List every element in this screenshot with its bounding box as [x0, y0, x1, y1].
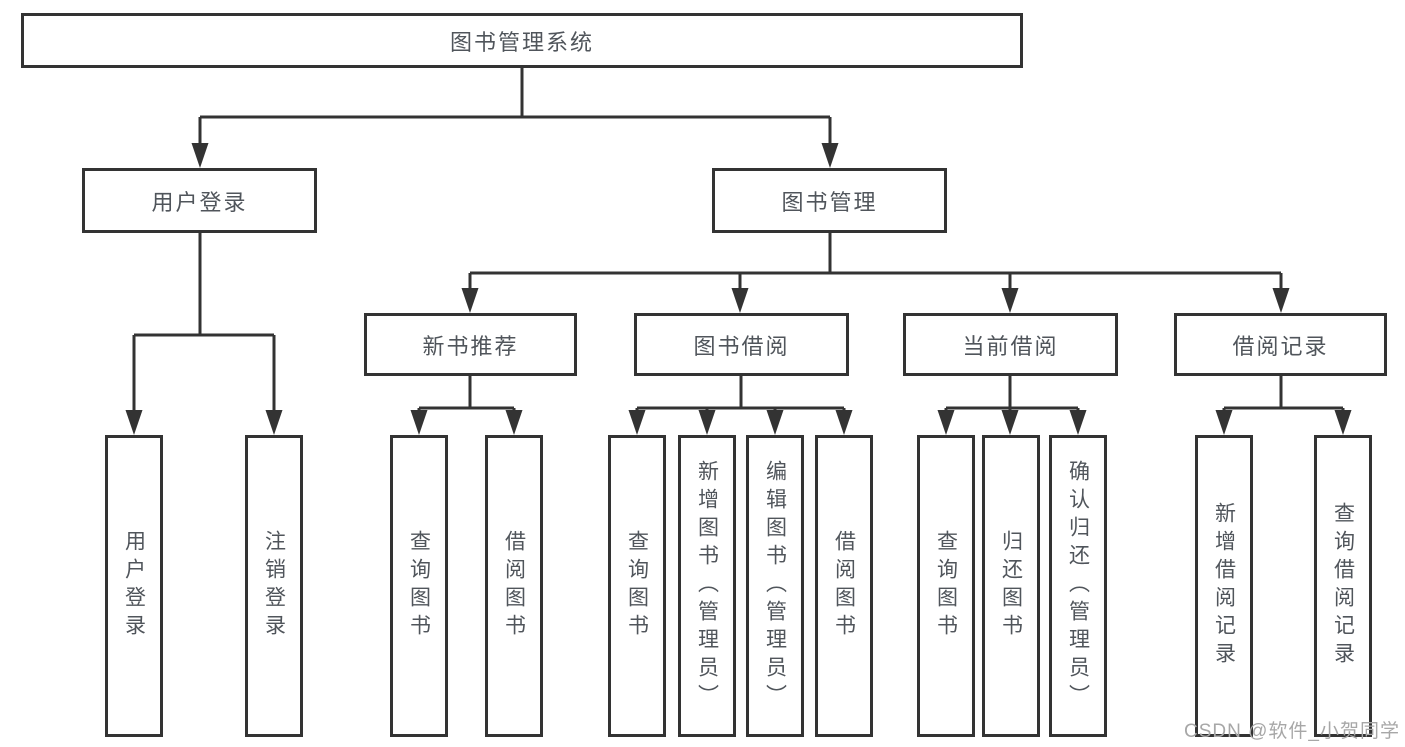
- node-book-management-label: 图书管理: [781, 189, 878, 215]
- node-leaf-add-books-admin: 新增图书（管理员）: [678, 435, 736, 737]
- node-leaf-query-books-3-label: 查询图书: [934, 530, 958, 642]
- node-leaf-borrow-books-2-label: 借阅图书: [832, 530, 856, 642]
- node-new-book-recommend-label: 新书推荐: [422, 333, 519, 359]
- node-book-management: 图书管理: [712, 168, 947, 233]
- node-user-login-label: 用户登录: [151, 189, 248, 215]
- node-leaf-user-login-label: 用户登录: [122, 530, 146, 642]
- node-leaf-borrow-books-1-label: 借阅图书: [502, 530, 526, 642]
- connector-current-borrow-branch: [944, 376, 1080, 415]
- connector-book-borrow-branch: [635, 376, 846, 415]
- node-leaf-add-borrow-record: 新增借阅记录: [1195, 435, 1253, 737]
- node-leaf-query-books-2: 查询图书: [608, 435, 666, 737]
- node-leaf-borrow-books-1: 借阅图书: [485, 435, 543, 737]
- node-leaf-confirm-return-admin: 确认归还（管理员）: [1049, 435, 1107, 737]
- node-book-borrowing: 图书借阅: [634, 313, 849, 376]
- node-leaf-logout: 注销登录: [245, 435, 303, 737]
- node-user-login: 用户登录: [82, 168, 317, 233]
- node-leaf-confirm-return-admin-label: 确认归还（管理员）: [1066, 460, 1090, 712]
- node-leaf-query-books-1-label: 查询图书: [407, 530, 431, 642]
- csdn-watermark: CSDN @软件_小贺同学: [1184, 721, 1400, 742]
- node-leaf-edit-books-admin-label: 编辑图书（管理员）: [763, 460, 787, 712]
- node-leaf-borrow-books-2: 借阅图书: [815, 435, 873, 737]
- node-borrowing-records: 借阅记录: [1174, 313, 1387, 376]
- node-leaf-edit-books-admin: 编辑图书（管理员）: [746, 435, 804, 737]
- node-leaf-return-books-label: 归还图书: [999, 530, 1023, 642]
- node-current-borrowing: 当前借阅: [903, 313, 1118, 376]
- node-leaf-user-login: 用户登录: [105, 435, 163, 737]
- connector-root-branch: [198, 68, 832, 148]
- node-leaf-query-borrow-record: 查询借阅记录: [1314, 435, 1372, 737]
- node-root-label: 图书管理系统: [449, 29, 594, 55]
- connector-user-login-branch: [132, 233, 276, 415]
- node-root-system: 图书管理系统: [21, 13, 1023, 68]
- arrowheads: [125, 143, 1352, 435]
- node-leaf-query-books-1: 查询图书: [390, 435, 448, 737]
- node-leaf-add-borrow-record-label: 新增借阅记录: [1212, 502, 1236, 670]
- connector-borrow-record-branch: [1222, 376, 1345, 415]
- node-borrowing-records-label: 借阅记录: [1232, 333, 1329, 359]
- connector-book-mgmt-branch: [468, 233, 1283, 293]
- node-leaf-return-books: 归还图书: [982, 435, 1040, 737]
- node-leaf-query-borrow-record-label: 查询借阅记录: [1331, 502, 1355, 670]
- node-current-borrowing-label: 当前借阅: [962, 333, 1059, 359]
- node-leaf-add-books-admin-label: 新增图书（管理员）: [695, 460, 719, 712]
- connector-new-book-branch: [417, 376, 516, 415]
- node-leaf-query-books-3: 查询图书: [917, 435, 975, 737]
- node-new-book-recommend: 新书推荐: [364, 313, 577, 376]
- node-leaf-logout-label: 注销登录: [262, 530, 286, 642]
- node-leaf-query-books-2-label: 查询图书: [625, 530, 649, 642]
- node-book-borrowing-label: 图书借阅: [693, 333, 790, 359]
